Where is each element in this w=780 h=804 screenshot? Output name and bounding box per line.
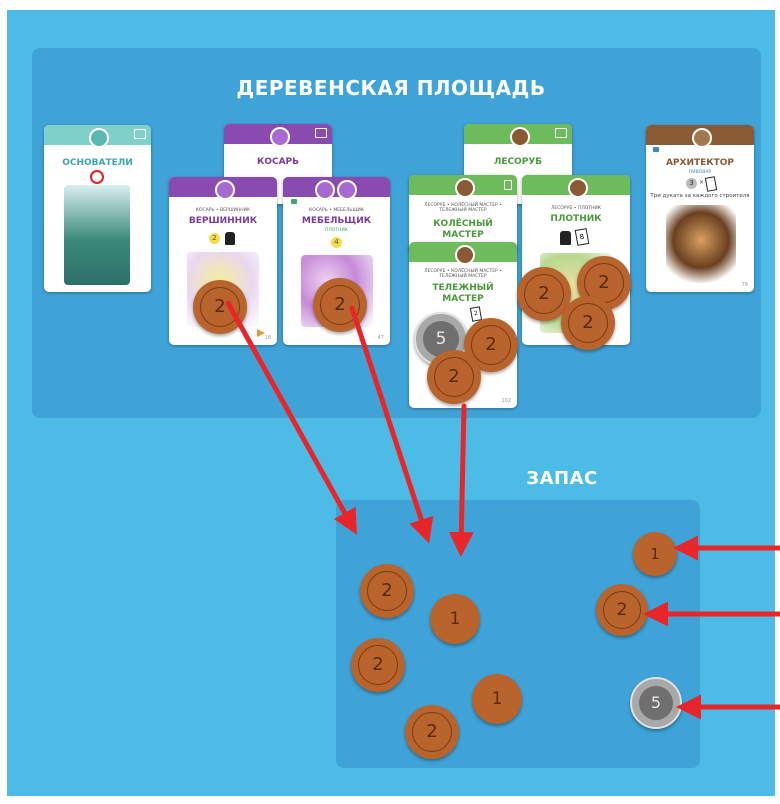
card-chain: ЛЕСОРУБ • ПЛОТНИК [551,206,601,211]
coin-2[interactable]: 2 [313,278,367,332]
no-sign-icon [90,170,104,184]
book-icon [555,128,567,138]
card-name: КОСАРЬ [256,157,300,167]
worker-icon [704,176,718,192]
card-chain: КОСАРЬ • МЕБЕЛЬЩИК [309,208,364,213]
coin-value: 2 [200,287,240,327]
coin-2[interactable]: 2 [360,564,414,618]
card-name: МЕБЕЛЬЩИК [301,216,372,226]
card-band [283,177,390,197]
coin-5[interactable]: 5 [630,677,682,729]
times-icon: × [699,179,705,186]
emblem-icon [315,180,335,200]
emblem-icon [270,127,290,147]
game-board: ДЕРЕВЕНСКАЯ ПЛОЩАДЬ ЗАПАС ОСНОВАТЕЛИ КОС… [7,10,775,796]
emblem-icon [568,178,588,198]
card-name: АРХИТЕКТОР [665,158,735,168]
book-icon [134,129,146,139]
coin-2[interactable]: 2 [596,584,648,636]
coin-value: 2 [602,590,642,630]
cost-badge: 2 [209,233,220,244]
card-number: 47 [377,335,384,341]
coin-2[interactable]: 2 [405,705,459,759]
card-number: 76 [741,282,748,288]
emblem-icon [692,128,712,148]
supply-title: ЗАПАС [526,468,598,489]
coin-value: 1 [491,689,503,709]
founders-illustration [64,185,130,285]
card-architect[interactable]: АРХИТЕКТОР ПИВОВАР 3 × Три дуката за каж… [646,125,754,292]
card-chain: ЛЕСОРУБ • КОЛЁСНЫЙ МАСТЕР • ТЕЛЕЖНЫЙ МАС… [424,269,502,279]
emblem-icon [455,178,475,198]
card-name: ВЕРШИННИК [188,216,258,226]
emblem-icon [337,180,357,200]
coin-value: 2 [434,357,474,397]
coin-2[interactable]: 2 [427,350,481,404]
coin-1[interactable]: 1 [430,594,480,644]
card-founders[interactable]: ОСНОВАТЕЛИ [44,125,151,292]
cost-badge: 4 [331,237,342,248]
coin-value: 2 [412,712,452,752]
coin-2[interactable]: 2 [351,638,405,692]
village-square-title: ДЕРЕВЕНСКАЯ ПЛОЩАДЬ [236,76,546,100]
card-name: ЛЕСОРУБ [493,157,543,167]
card-icon [504,180,512,190]
card-name: ОСНОВАТЕЛИ [62,158,133,168]
coin-2[interactable]: 2 [464,318,518,372]
emblem-icon [510,127,530,147]
coin-value: 2 [568,303,608,343]
lock-icon [291,199,297,204]
card-wheelwright[interactable]: ЛЕСОРУБ • КОЛЁСНЫЙ МАСТЕР • ТЕЛЕЖНЫЙ МАС… [409,175,517,255]
coin-2[interactable]: 2 [193,280,247,334]
emblem-icon [89,128,109,148]
architect-illustration [666,205,736,283]
coin-value: 2 [320,285,360,325]
card-chain: ЛЕСОРУБ • КОЛЁСНЫЙ МАСТЕР • ТЕЛЕЖНЫЙ МАС… [424,203,502,213]
coin-value: 1 [650,545,660,563]
card-number: 18 [264,335,271,341]
card-name: ТЕЛЕЖНЫЙ МАСТЕР [432,283,494,304]
cost-badge: 8 [574,228,590,246]
resource-icon [225,232,235,245]
book-icon [315,128,327,138]
card-text: Три дуката за каждого строителя [650,193,750,199]
coin-1[interactable]: 1 [472,674,522,724]
cost-badge: 3 [686,178,697,189]
coin-2[interactable]: 2 [517,267,571,321]
coin-value: 1 [449,609,461,629]
emblem-icon [215,180,235,200]
coin-value: 2 [367,571,407,611]
coin-value: 2 [524,274,564,314]
coin-value: 2 [471,325,511,365]
card-name: КОЛЁСНЫЙ МАСТЕР [433,219,493,240]
emblem-icon [455,245,475,265]
card-requirement: ПЛОТНИК [324,228,348,233]
coin-value: 5 [638,685,674,721]
card-name: ПЛОТНИК [550,214,602,224]
resource-icon [560,231,571,245]
coin-1[interactable]: 1 [633,532,677,576]
coin-2[interactable]: 2 [561,296,615,350]
card-chain: КОСАРЬ • ВЕРШИННИК [195,208,251,213]
coin-value: 2 [358,645,398,685]
card-number: 102 [501,398,511,404]
lock-icon [653,147,659,152]
card-requirement: ПИВОВАР [688,170,712,175]
